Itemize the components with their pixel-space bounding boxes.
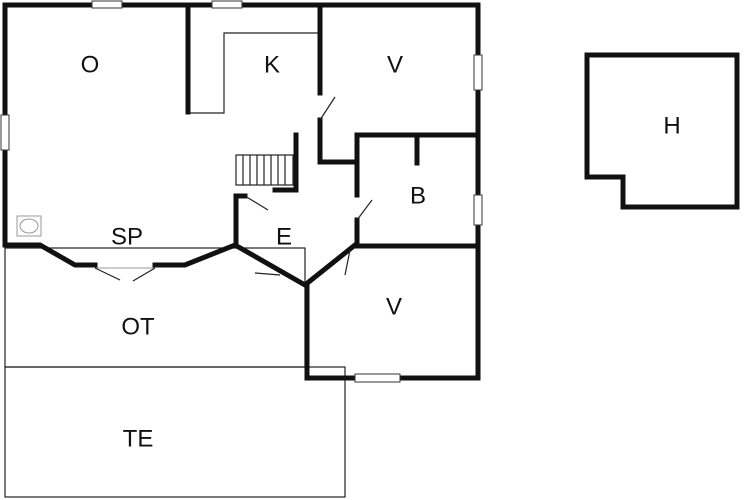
outbuilding-h [584,52,740,210]
windows [0,0,483,383]
outer-walls [2,2,481,381]
room-label-o: O [81,51,100,78]
terrace-te [4,366,346,498]
fireplace-icon [16,215,42,237]
room-label-sp: SP [111,223,143,250]
room-label-e: E [276,223,292,250]
room-label-k: K [264,51,280,78]
stairs [235,154,294,186]
doors [94,96,373,282]
room-label-ot: OT [121,313,155,340]
room-label-b: B [410,182,426,209]
room-label-h: H [663,112,680,139]
interior-walls [185,2,481,249]
room-label-v-top: V [387,51,403,78]
room-label-te: TE [123,425,154,452]
room-label-v-bottom: V [386,293,402,320]
